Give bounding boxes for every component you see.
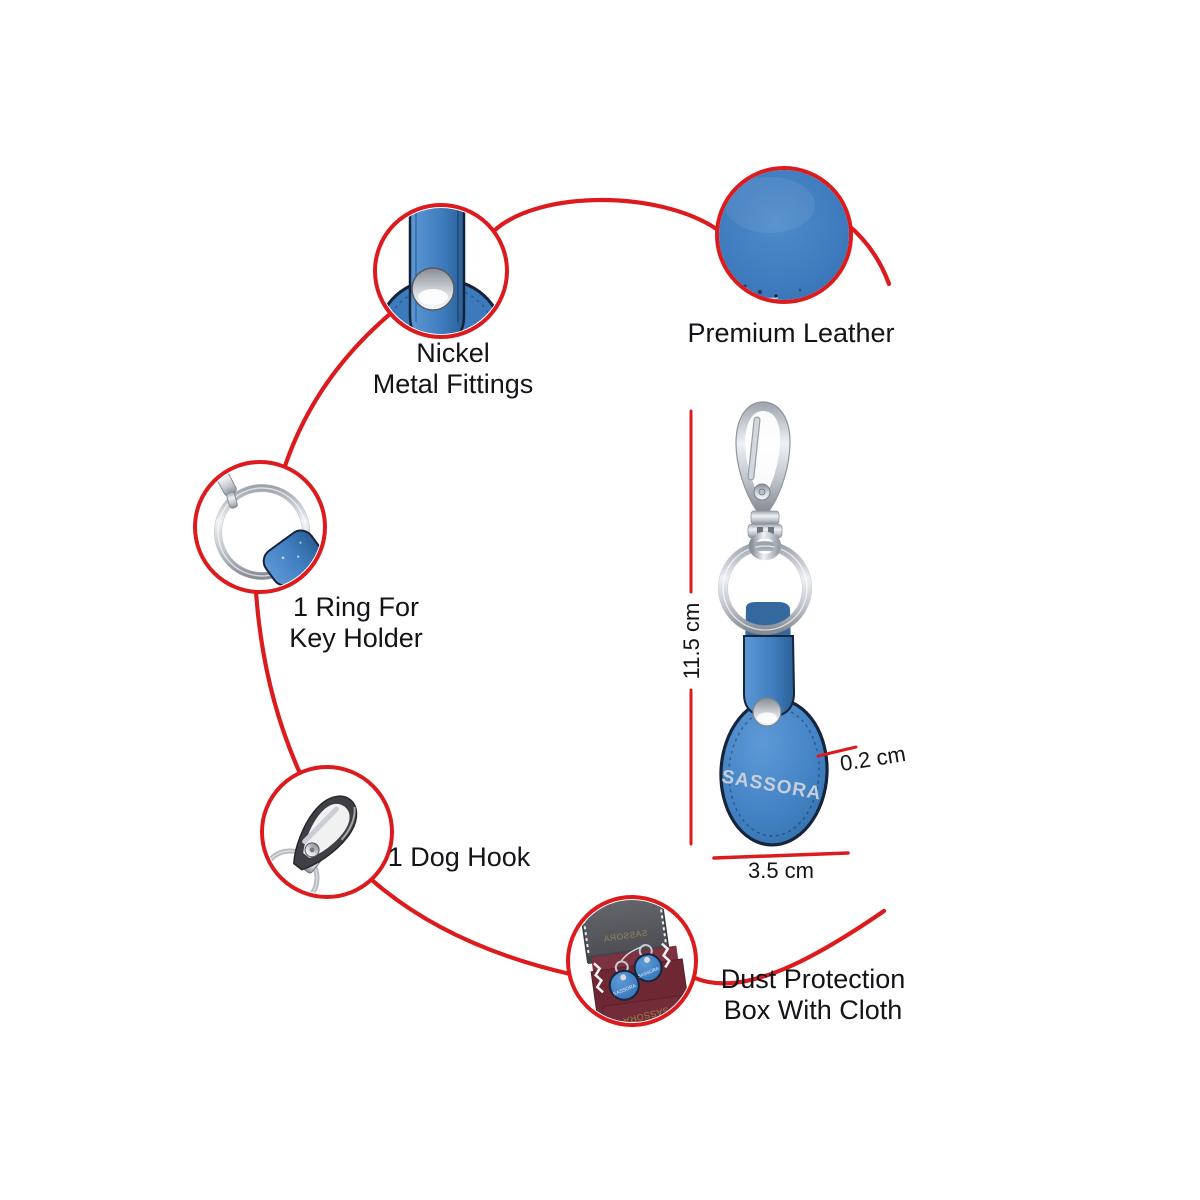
dimension-annotations: 11.5 cm 3.5 cm 0.2 cm (679, 409, 907, 883)
caption-ring-line1: 1 Ring For (292, 592, 420, 622)
dog-hook-graphic (265, 795, 358, 894)
caption-nickel-line2: Metal Fittings (372, 369, 534, 399)
keychain-product-graphic: SASSORA (718, 401, 829, 847)
caption-dog-hook: 1 Dog Hook (388, 842, 531, 873)
height-dimension-label: 11.5 cm (679, 603, 704, 680)
premium-leather-swatch (719, 170, 849, 300)
boxed-keychain-right: SASSORA (633, 943, 663, 983)
width-dimension-label: 3.5 cm (748, 858, 814, 883)
arc-leather-tail (844, 221, 892, 287)
caption-ring-line2: Key Holder (289, 623, 423, 653)
caption-box-line2: Box With Cloth (723, 995, 903, 1025)
arc-hook-to-box (370, 878, 573, 977)
caption-nickel-fittings: Nickel Metal Fittings (373, 338, 534, 400)
arc-nickel-to-ring (282, 311, 393, 469)
nickel-fitting-graphic (378, 208, 504, 334)
arc-ring-to-hook (253, 589, 302, 774)
caption-box-line1: Dust Protection (720, 964, 906, 994)
thickness-pointer-line (816, 745, 858, 758)
circle-dust-box (566, 895, 698, 1027)
circle-premium-leather (715, 166, 853, 304)
circle-nickel-fittings (373, 203, 509, 339)
caption-dust-box: Dust Protection Box With Cloth (721, 964, 906, 1026)
caption-premium-line1: Premium Leather (687, 318, 895, 348)
caption-nickel-line1: Nickel (416, 338, 490, 368)
product-dog-hook-icon (735, 401, 791, 512)
circle-key-ring (193, 460, 327, 594)
width-dimension-line (712, 851, 850, 860)
caption-hook-line1: 1 Dog Hook (387, 842, 531, 872)
circle-dog-hook (260, 765, 394, 899)
product-connector-ring-icon (748, 531, 782, 561)
dust-box-graphic: SASSORA SASSORA SASSORA SASSORA (578, 900, 691, 1022)
caption-key-ring: 1 Ring For Key Holder (289, 592, 423, 654)
feature-circle-borders (193, 166, 853, 1027)
arc-box-tail (692, 908, 887, 986)
caption-premium-leather: Premium Leather (687, 318, 894, 349)
boxed-keychain-left: SASSORA (608, 960, 640, 1001)
arc-nickel-to-leather (492, 197, 721, 233)
thickness-dimension-label: 0.2 cm (838, 741, 907, 776)
